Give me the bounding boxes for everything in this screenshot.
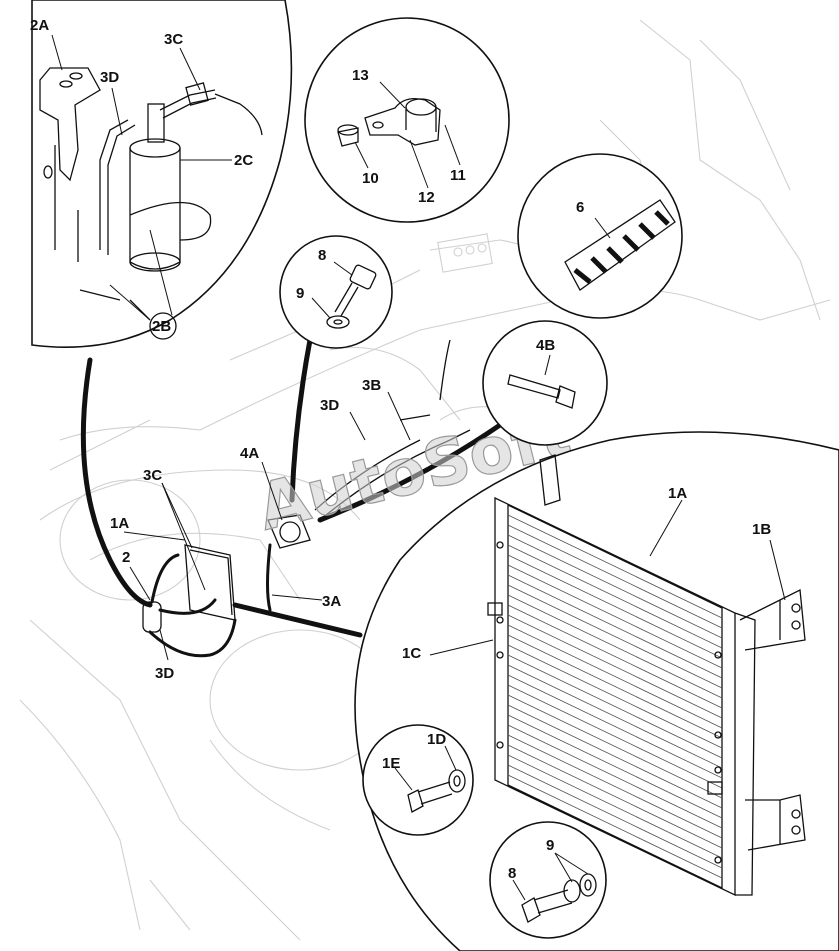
condenser-fin-line xyxy=(507,774,723,879)
label-1A-right: 1A xyxy=(668,485,687,502)
condenser-fin-line xyxy=(507,594,723,699)
condenser-fin-line xyxy=(507,604,723,709)
label-6: 6 xyxy=(576,199,584,216)
label-3B: 3B xyxy=(362,377,381,394)
condenser-fin-line xyxy=(507,624,723,729)
condenser-fin-line xyxy=(507,524,723,629)
condenser-fin-line xyxy=(507,674,723,779)
label-9-lower: 9 xyxy=(546,837,554,854)
condenser-fin-line xyxy=(507,724,723,829)
detail-circle-clamp xyxy=(304,17,510,223)
detail-circle-bolt-4B xyxy=(482,320,608,446)
label-3C-top: 3C xyxy=(164,31,183,48)
label-2A: 2A xyxy=(30,17,49,34)
bolt-head-4B xyxy=(555,385,576,409)
condenser-fin-line xyxy=(507,664,723,769)
label-3D-mid: 3D xyxy=(320,397,339,414)
condenser-fin-line xyxy=(507,634,723,739)
condenser-fin-line xyxy=(507,644,723,749)
label-1B: 1B xyxy=(752,521,771,538)
detail-circle-condenser xyxy=(354,431,839,951)
label-1D: 1D xyxy=(427,731,446,748)
condenser-fin-line xyxy=(507,534,723,639)
callout-labels: 2A 3D 3C 2C 2B 13 10 12 11 6 8 9 4B 3D 3… xyxy=(30,17,771,882)
label-1A-left: 1A xyxy=(110,515,129,532)
condenser-fin-line xyxy=(507,584,723,689)
drier-outlet xyxy=(147,103,165,143)
condenser-fin-line xyxy=(507,684,723,789)
label-10: 10 xyxy=(362,170,379,187)
label-11: 11 xyxy=(450,167,466,184)
condenser-fin-line xyxy=(507,544,723,649)
label-2B: 2B xyxy=(152,318,171,335)
label-2C: 2C xyxy=(234,152,253,169)
condenser-fins xyxy=(507,514,723,879)
spiral-wrap-6 xyxy=(564,199,676,291)
compressor-bracket xyxy=(267,514,311,549)
condenser-fin-line xyxy=(507,744,723,849)
detail-circle-receiver-drier xyxy=(31,0,293,349)
spacer-10 xyxy=(337,127,359,147)
label-8-upper: 8 xyxy=(318,247,326,264)
condenser-fin-line xyxy=(507,554,723,659)
leader-lines xyxy=(51,34,786,901)
label-13: 13 xyxy=(352,67,369,84)
detail-circle-bolt-1E xyxy=(362,724,474,836)
mounting-bracket-2A xyxy=(39,67,101,182)
label-8-lower: 8 xyxy=(508,865,516,882)
label-2-left: 2 xyxy=(122,549,130,566)
condenser-assembly-small xyxy=(142,339,471,658)
condenser-fin-line xyxy=(507,704,723,809)
detail-circle-bolt-upper xyxy=(279,235,393,349)
condenser-fin-line xyxy=(507,714,723,819)
condenser-fin-line xyxy=(507,734,723,839)
condenser-fin-line xyxy=(507,654,723,759)
label-9-upper: 9 xyxy=(296,285,304,302)
label-3D-top: 3D xyxy=(100,69,119,86)
label-4B: 4B xyxy=(536,337,555,354)
label-3A: 3A xyxy=(322,593,341,610)
label-4A: 4A xyxy=(240,445,259,462)
condenser-fin-line xyxy=(507,514,723,619)
label-3C-left: 3C xyxy=(143,467,162,484)
label-12: 12 xyxy=(418,189,435,206)
condenser-fin-line xyxy=(507,754,723,859)
detail-circle-wrap xyxy=(517,153,683,319)
callout-bubble-2B xyxy=(149,312,177,340)
condenser-fin-line xyxy=(507,614,723,719)
condenser-fin-line xyxy=(507,574,723,679)
label-1C: 1C xyxy=(402,645,421,662)
label-3D-left: 3D xyxy=(155,665,174,682)
condenser-fin-line xyxy=(507,564,723,669)
condenser-fin-line xyxy=(507,764,723,869)
label-1E: 1E xyxy=(382,755,400,772)
condenser-fin-line xyxy=(507,694,723,799)
